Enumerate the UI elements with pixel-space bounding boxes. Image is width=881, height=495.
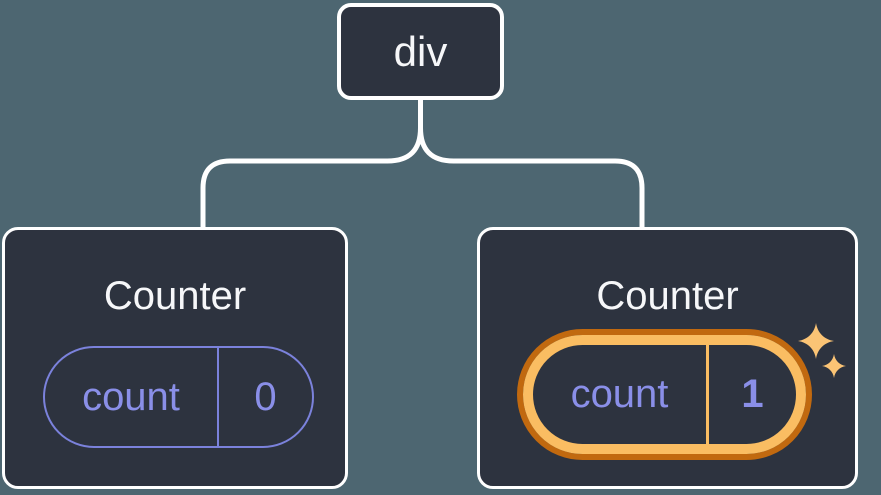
state-value: 0: [254, 374, 277, 419]
counter-title: Counter: [103, 274, 247, 318]
state-value: 1: [741, 372, 764, 416]
counter-node-left: Counter count 0: [2, 227, 348, 489]
pill-divider: [217, 348, 219, 446]
root-node-div: div: [337, 3, 504, 100]
counter-node-right: Counter count 1: [477, 227, 858, 489]
state-key: count: [82, 374, 180, 419]
state-pill: count 0: [43, 346, 314, 448]
state-pill-highlighted: count 1: [523, 335, 806, 454]
state-key: count: [570, 372, 669, 416]
root-node-label: div: [393, 27, 448, 75]
counter-title: Counter: [596, 274, 739, 318]
state-pill-highlight-ring: count 1: [517, 329, 812, 460]
pill-divider: [706, 345, 709, 444]
sparkles-icon: [798, 323, 846, 378]
